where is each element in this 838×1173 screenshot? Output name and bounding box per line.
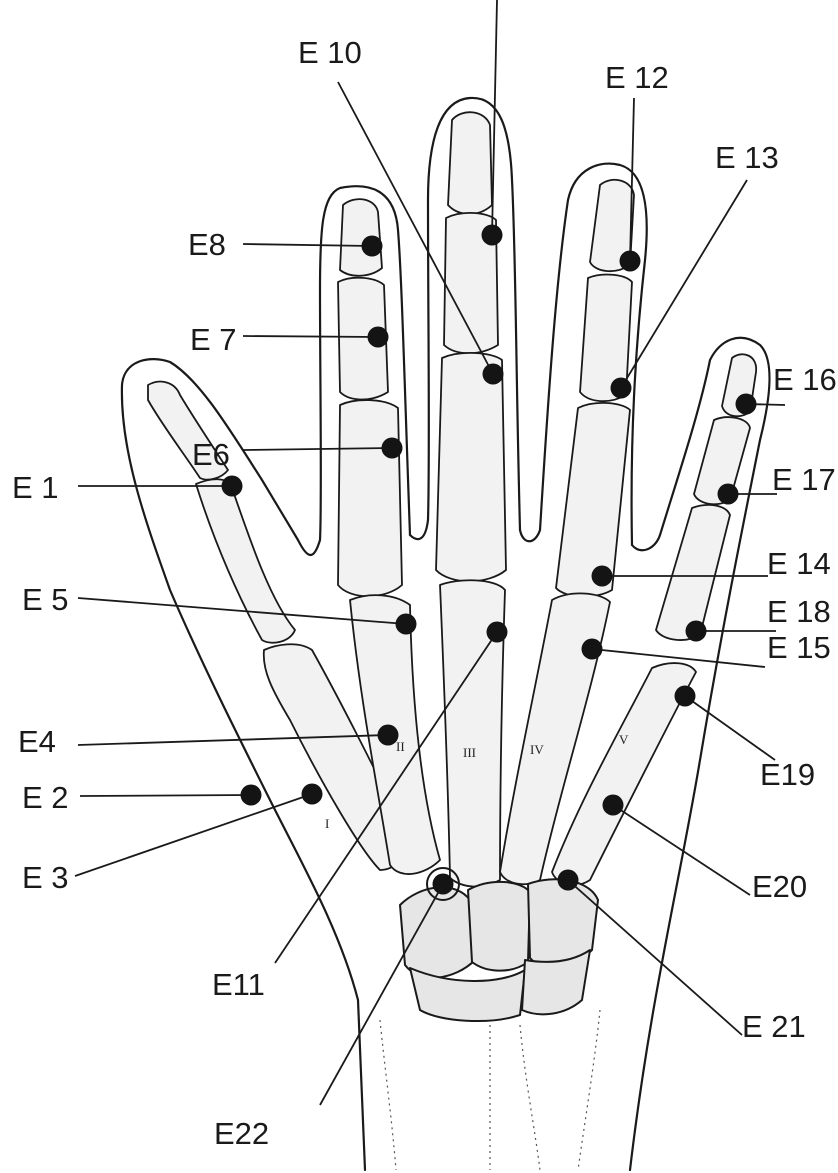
- acupoint-labels: E 1 E 2 E 3 E4 E 5 E6 E 7 E8 E 10 E11 E 12 E 13 E 14…: [12, 35, 837, 1151]
- ring-finger-bones: [499, 178, 635, 886]
- e4-label: E4: [18, 724, 56, 759]
- metacarpal-numerals: I II III IV V: [325, 732, 629, 831]
- e10-label: E 10: [298, 35, 362, 70]
- e22-label: E22: [214, 1116, 269, 1151]
- e15-label: E 15: [767, 630, 831, 665]
- e4-point-marker: [377, 724, 399, 746]
- hand-outline: [120, 96, 771, 1172]
- e3-label: E 3: [22, 860, 69, 895]
- e18-label: E 18: [767, 594, 831, 629]
- e21-label: E 21: [742, 1009, 806, 1044]
- metacarpal-label: II: [396, 739, 405, 754]
- e13-leader-line: [620, 179, 748, 389]
- e7-point-marker: [367, 326, 389, 348]
- middle-finger-bones: [435, 111, 507, 888]
- e17-label: E 17: [772, 462, 836, 497]
- e11-label: E11: [212, 967, 265, 1002]
- e5-point-marker: [395, 613, 417, 635]
- e2-leader-line: [79, 794, 252, 797]
- e2-point-marker: [240, 784, 262, 806]
- e11-point-marker: [486, 621, 508, 643]
- metacarpal-label: I: [325, 816, 329, 831]
- thumb-bones: [147, 380, 405, 871]
- e22-point-marker: [432, 873, 454, 895]
- e8-leader-line: [242, 243, 373, 247]
- e22-leader-line: [319, 883, 444, 1106]
- e19-point-marker: [674, 685, 696, 707]
- e14-point-marker: [591, 565, 613, 587]
- e6-leader-line: [242, 447, 393, 451]
- e20-point-marker: [602, 794, 624, 816]
- e7-label: E 7: [190, 322, 237, 357]
- e4-leader-line: [77, 734, 389, 746]
- e12-leader-line: [629, 97, 635, 262]
- e6-label: E6: [192, 437, 230, 472]
- e10-point-marker: [482, 363, 504, 385]
- e21-point-marker: [557, 869, 579, 891]
- e6-point-marker: [381, 437, 403, 459]
- e5-label: E 5: [22, 582, 69, 617]
- e16-point-marker: [735, 393, 757, 415]
- metacarpal-label: III: [463, 745, 476, 760]
- e15-point-marker: [581, 638, 603, 660]
- e14-label: E 14: [767, 546, 831, 581]
- e8-point-marker: [361, 235, 383, 257]
- e20-label: E20: [752, 869, 807, 904]
- e11-leader-line: [274, 631, 498, 964]
- e8-label: E8: [188, 227, 226, 262]
- e13-label: E 13: [715, 140, 779, 175]
- metacarpal-label: V: [619, 732, 629, 747]
- e20-leader-line: [612, 804, 751, 896]
- e13-point-marker: [610, 377, 632, 399]
- e1-label: E 1: [12, 470, 59, 505]
- acupoint-markers: [221, 224, 757, 901]
- e19-label: E19: [760, 757, 815, 792]
- e12-label: E 12: [605, 60, 669, 95]
- e17-point-marker: [717, 483, 739, 505]
- carpal-bones: [399, 878, 599, 1022]
- e3-point-marker: [301, 783, 323, 805]
- forearm-outline: [379, 1009, 601, 1171]
- e16-label: E 16: [773, 362, 837, 397]
- e22-ring: [426, 867, 460, 901]
- e12-point-marker: [619, 250, 641, 272]
- e15-leader-line: [591, 648, 766, 668]
- e9-point-marker: [481, 224, 503, 246]
- leader-lines: [74, 0, 786, 1106]
- e18-point-marker: [685, 620, 707, 642]
- e3-leader-line: [74, 793, 313, 877]
- e21-leader-line: [567, 879, 743, 1036]
- e5-leader-line: [77, 597, 407, 625]
- metacarpal-label: IV: [530, 742, 544, 757]
- e10-leader-line: [337, 81, 494, 375]
- e2-label: E 2: [22, 780, 69, 815]
- e9-leader-line: [491, 0, 498, 236]
- e19-leader-line: [684, 695, 776, 761]
- e1-point-marker: [221, 475, 243, 497]
- e7-leader-line: [242, 335, 379, 338]
